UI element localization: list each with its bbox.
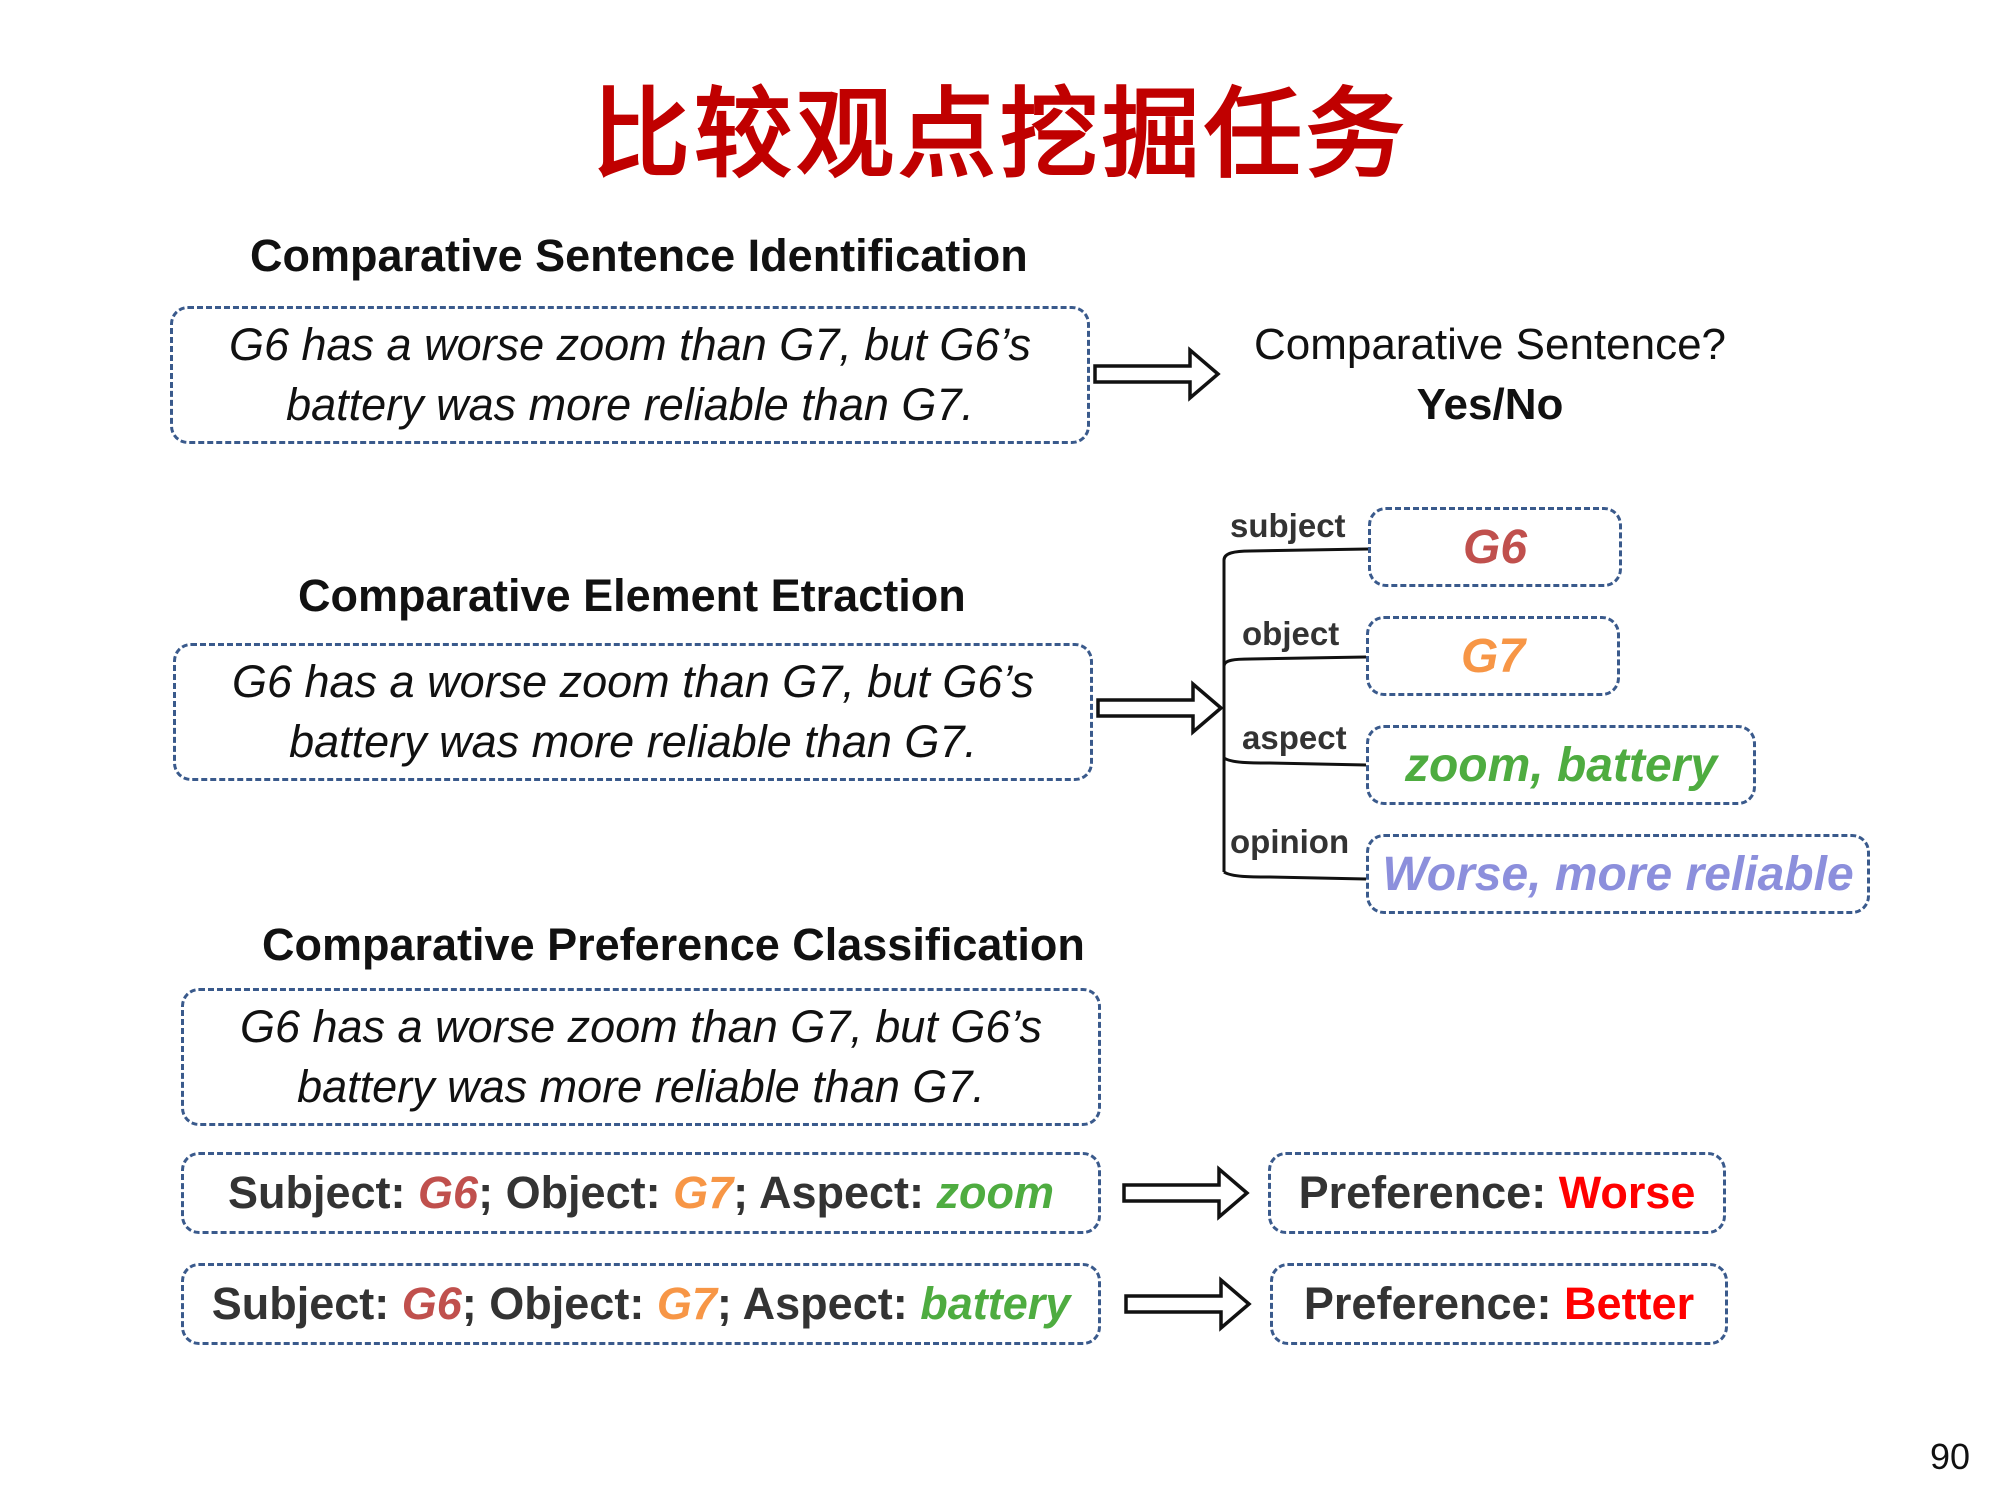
arrow-icon	[1093, 346, 1221, 402]
pair-aspect: zoom	[936, 1167, 1054, 1218]
sentence-line-1: G6 has a worse zoom than G7, but G6’s	[228, 319, 1032, 370]
tree-branch-opinion	[1223, 870, 1367, 881]
pair-subject: G6	[418, 1167, 479, 1218]
element-value-opinion: Worse, more reliable	[1382, 847, 1854, 901]
pair-aspect: battery	[920, 1278, 1071, 1329]
element-value-object: G7	[1460, 629, 1526, 683]
page-number: 90	[1929, 1436, 1970, 1477]
element-value-subject: G6	[1462, 520, 1528, 574]
pair-box-1: Subject: G6; Object: G7; Aspect: zoom	[181, 1152, 1101, 1234]
pair-box-2: Subject: G6; Object: G7; Aspect: battery	[181, 1263, 1101, 1345]
pair-subject: G6	[401, 1278, 462, 1329]
role-label-object: object	[1242, 615, 1340, 652]
preference-text-2: Preference: Better	[1303, 1278, 1695, 1329]
sentence-line-1: G6 has a worse zoom than G7, but G6’s	[239, 1001, 1043, 1052]
preference-box-1: Preference: Worse	[1268, 1152, 1726, 1234]
preference-value: Worse	[1558, 1167, 1696, 1218]
element-box-object: G7	[1366, 616, 1620, 696]
heading-sentence-identification: Comparative Sentence Identification	[250, 230, 1028, 281]
arrow-icon	[1122, 1165, 1250, 1221]
heading-element-extraction: Comparative Element Etraction	[298, 570, 966, 621]
sentence-box-1: G6 has a worse zoom than G7, but G6’s ba…	[170, 306, 1090, 444]
sentence-line-1: G6 has a worse zoom than G7, but G6’s	[231, 656, 1035, 707]
tree-branch-object	[1222, 655, 1367, 667]
pair-object: G7	[656, 1278, 717, 1329]
sentence-box-2: G6 has a worse zoom than G7, but G6’s ba…	[173, 643, 1093, 781]
heading-preference-classification: Comparative Preference Classification	[262, 919, 1085, 970]
preference-box-2: Preference: Better	[1270, 1263, 1728, 1345]
sentence-line-2: battery was more reliable than G7.	[286, 379, 974, 430]
identification-output: Comparative Sentence? Yes/No	[1240, 315, 1740, 435]
arrow-icon	[1096, 680, 1224, 736]
tree-branch-aspect	[1223, 756, 1367, 767]
sentence-line-2: battery was more reliable than G7.	[289, 716, 977, 767]
role-label-opinion: opinion	[1230, 823, 1350, 860]
role-label-aspect: aspect	[1242, 719, 1347, 756]
sentence-box-3: G6 has a worse zoom than G7, but G6’s ba…	[181, 988, 1101, 1126]
arrow-icon	[1124, 1276, 1252, 1332]
output-question: Comparative Sentence?	[1253, 320, 1727, 369]
role-label-subject: subject	[1230, 507, 1346, 544]
slide-title: 比较观点挖掘任务	[591, 78, 1408, 192]
element-box-aspect: zoom, battery	[1366, 725, 1756, 805]
pair-text-2: Subject: G6; Object: G7; Aspect: battery	[211, 1278, 1071, 1329]
preference-value: Better	[1564, 1278, 1695, 1329]
sentence-line-2: battery was more reliable than G7.	[297, 1061, 985, 1112]
pair-object: G7	[673, 1167, 734, 1218]
preference-text-1: Preference: Worse	[1298, 1167, 1696, 1218]
element-value-aspect: zoom, battery	[1404, 738, 1718, 792]
pair-text-1: Subject: G6; Object: G7; Aspect: zoom	[228, 1167, 1054, 1218]
output-answer: Yes/No	[1416, 380, 1564, 429]
element-box-opinion: Worse, more reliable	[1366, 834, 1870, 914]
tree-branch-subject	[1222, 547, 1369, 561]
element-box-subject: G6	[1368, 507, 1622, 587]
